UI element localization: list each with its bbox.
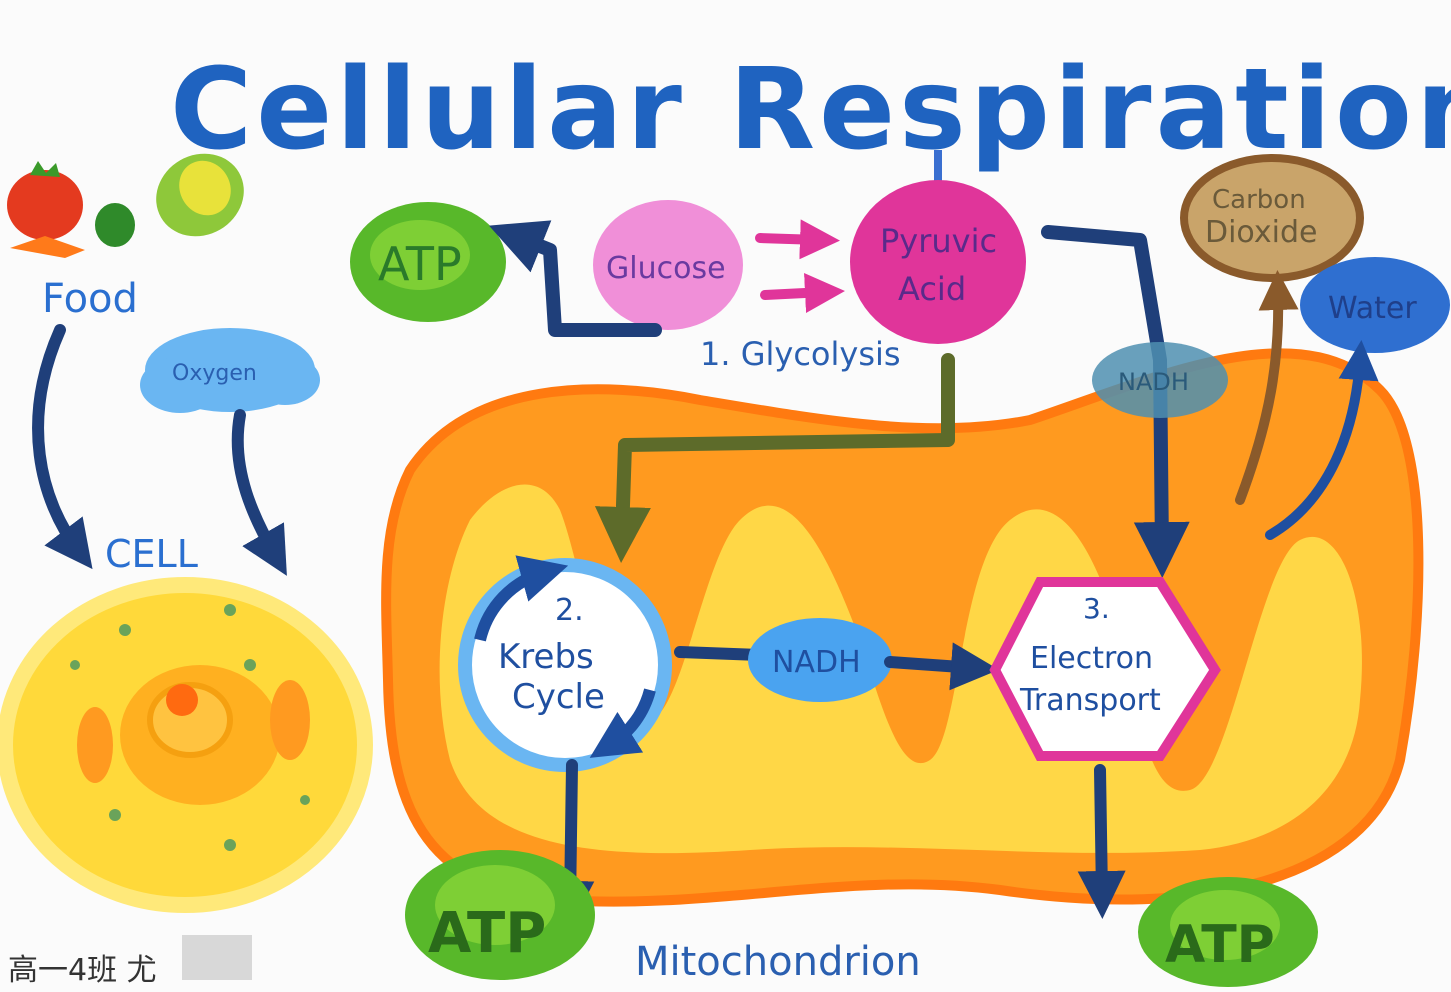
glucose-label: Glucose xyxy=(606,251,726,286)
glucose-blob xyxy=(593,200,743,330)
oxygen-cloud xyxy=(140,328,320,413)
water-label: Water xyxy=(1328,291,1417,326)
krebs-cycle-label-2: Cycle xyxy=(512,677,605,717)
electron-transport-number: 3. xyxy=(1083,592,1110,625)
carbon-dioxide-label-2: Dioxide xyxy=(1205,215,1317,250)
carbon-dioxide-label-1: Carbon xyxy=(1212,185,1306,215)
oxygen-to-cell-arrow xyxy=(231,409,287,576)
pyruvic-acid-label-2: Acid xyxy=(898,270,966,308)
atp-bottom-left-label: ATP xyxy=(428,901,546,966)
electron-to-carbon-arrow xyxy=(1235,270,1299,505)
atp-bottom-right-blob xyxy=(1138,877,1318,987)
krebs-to-nadh-line xyxy=(674,646,766,661)
cell-illustration xyxy=(0,577,373,913)
pyruvic-acid-label-1: Pyruvic xyxy=(880,222,997,260)
electron-transport-hexagon xyxy=(989,577,1221,761)
oxygen-label: Oxygen xyxy=(172,361,257,386)
water-blob xyxy=(1300,257,1450,353)
food-label: Food xyxy=(42,276,138,322)
nadh-middle-label: NADH xyxy=(772,645,861,680)
pyruvic-acid-blob xyxy=(850,150,1026,344)
electron-to-atp-arrow xyxy=(1077,764,1126,919)
nadh-middle-blob xyxy=(748,618,892,702)
food-icon xyxy=(7,153,244,258)
page-title: Cellular Respiration xyxy=(170,45,1451,175)
signature-text: 高一4班 尤 xyxy=(8,953,157,988)
atp-top-label: ATP xyxy=(378,237,462,291)
glucose-to-pyruvic-arrow-2 xyxy=(760,273,845,313)
glycolysis-label: 1. Glycolysis xyxy=(700,335,901,373)
mitochondrion-label: Mitochondrion xyxy=(635,939,921,985)
nadh-to-electron-arrow xyxy=(884,642,999,691)
glucose-to-pyruvic-arrow-1 xyxy=(755,219,840,260)
nadh-top-blob xyxy=(1092,342,1228,418)
pyruvic-to-krebs-arrow xyxy=(594,353,955,563)
atp-top-blob xyxy=(350,202,506,322)
pyruvic-to-electron-arrow xyxy=(1041,225,1190,578)
krebs-cycle-circle xyxy=(458,555,672,772)
glycolysis-to-atp-arrow xyxy=(489,220,662,337)
electron-transport-label-2: Transport xyxy=(1019,683,1161,718)
electron-to-water-arrow xyxy=(1265,340,1379,540)
cell-label: CELL xyxy=(105,532,198,576)
signature-redaction xyxy=(182,935,252,980)
nadh-top-label: NADH xyxy=(1118,368,1189,396)
krebs-cycle-number: 2. xyxy=(555,593,584,628)
electron-transport-label-1: Electron xyxy=(1030,641,1153,676)
food-to-cell-arrow xyxy=(32,324,93,570)
atp-bottom-right-label: ATP xyxy=(1165,915,1275,975)
atp-bottom-left-blob xyxy=(405,850,595,980)
krebs-cycle-label-1: Krebs xyxy=(498,637,594,677)
